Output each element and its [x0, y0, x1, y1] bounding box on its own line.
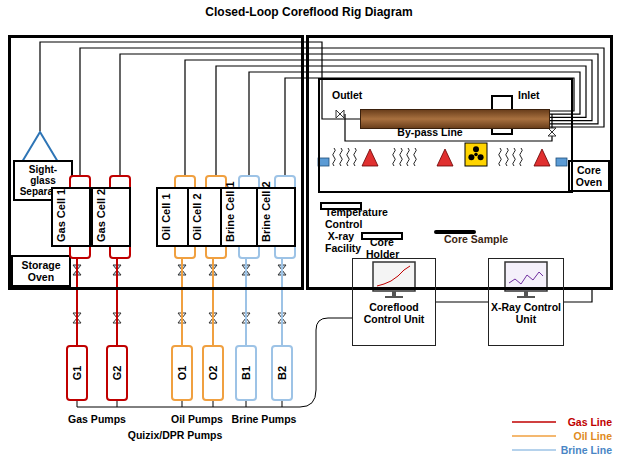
node-label: Core Oven	[568, 160, 610, 192]
flow-line	[120, 54, 598, 175]
flow-line	[249, 72, 580, 175]
storage-oven: Storage OvenSight-glass SeparatorGas Cel…	[8, 35, 304, 290]
flow-line	[436, 301, 488, 302]
heater-wave	[506, 148, 509, 166]
node-label: Gas Cell 2	[91, 187, 131, 247]
brine-cell: Brine Cell 2	[274, 175, 296, 259]
flow-line	[212, 259, 214, 345]
warning-triangle	[534, 149, 550, 166]
gas-cell: Gas Cell 2	[109, 175, 131, 259]
node-label: O1	[176, 366, 188, 381]
gas-pump: G1	[66, 345, 88, 401]
monitor-icon	[373, 262, 415, 298]
oil-pump: O1	[171, 345, 193, 401]
heater-wave	[407, 148, 410, 166]
brine-pump: B1	[235, 345, 257, 401]
node-label: Storage Oven	[11, 255, 71, 287]
node-label: Brine Cell 1	[220, 187, 260, 247]
legend-text: Oil Line	[573, 430, 612, 442]
flow-line	[116, 259, 118, 345]
node-label: Coreflood Control Unit	[355, 301, 433, 325]
legend-sample	[512, 449, 556, 451]
part-label: Oil Pumps	[171, 413, 223, 425]
core-oven: Core OvenTemperature Control X-ray Facil…	[306, 35, 613, 290]
legend-sample	[512, 421, 556, 423]
legend-text: Brine Line	[561, 444, 612, 456]
diagram-title: Closed-Loop Coreflood Rig Diagram	[0, 5, 618, 19]
node-label: G1	[71, 366, 83, 381]
gas-cell: Gas Cell 1	[69, 175, 91, 259]
flow-line	[245, 259, 247, 345]
node-label: O2	[207, 366, 219, 381]
node-label: Brine Cell 2	[256, 187, 296, 247]
heater-wave	[340, 148, 343, 166]
flow-line	[564, 290, 592, 302]
part-label: Gas Pumps	[68, 413, 126, 425]
part-label: Brine Pumps	[232, 413, 297, 425]
flow-line	[181, 259, 183, 345]
control-unit: Coreflood Control Unit	[352, 258, 436, 346]
radiation-symbol	[465, 143, 487, 166]
node-label: B2	[276, 366, 288, 380]
node-label: B1	[240, 366, 252, 380]
part-label: Quizix/DPR Pumps	[128, 429, 223, 441]
separator-triangle	[22, 132, 58, 162]
part-label: By-pass Line	[397, 126, 462, 138]
legend-text: Gas Line	[568, 416, 612, 428]
separator-outline	[13, 131, 67, 163]
heater-wave	[499, 148, 502, 166]
warning-triangle	[362, 149, 378, 166]
heater-wave	[414, 148, 417, 166]
node-label: Core Holder	[361, 232, 403, 240]
node-label: X-Ray Control Unit	[491, 301, 561, 325]
node-label: Gas Cell 1	[51, 187, 91, 247]
heater-wave	[347, 148, 350, 166]
heater-wave	[333, 148, 336, 166]
pump-control-wire	[77, 318, 352, 407]
heater-block	[556, 158, 567, 166]
outlet-valve	[336, 110, 344, 118]
heater-wave	[354, 148, 357, 166]
heater-wave	[393, 148, 396, 166]
node-label: Temperature Control X-ray Facility	[320, 202, 362, 210]
legend-sample	[512, 435, 556, 437]
flow-line	[40, 42, 360, 131]
flow-line	[80, 48, 604, 175]
brine-pump: B2	[271, 345, 293, 401]
heater-wave	[400, 148, 403, 166]
heater-group	[333, 148, 523, 166]
node-label: G2	[111, 366, 123, 381]
oil-pump: O2	[202, 345, 224, 401]
flow-line	[285, 78, 574, 175]
flow-line	[76, 259, 78, 345]
flow-line	[216, 66, 586, 175]
gas-pump: G2	[106, 345, 128, 401]
monitor-icon	[505, 262, 547, 298]
node-body: Core Sample	[434, 230, 476, 234]
warning-triangle	[437, 149, 453, 166]
heater-wave	[520, 148, 523, 166]
control-unit: X-Ray Control Unit	[488, 258, 564, 346]
valve-group	[73, 265, 286, 323]
part-label: Inlet	[518, 89, 540, 101]
inlet-valve	[548, 128, 556, 136]
flow-line	[281, 259, 283, 345]
part-label: Outlet	[332, 89, 362, 101]
heater-wave	[513, 148, 516, 166]
